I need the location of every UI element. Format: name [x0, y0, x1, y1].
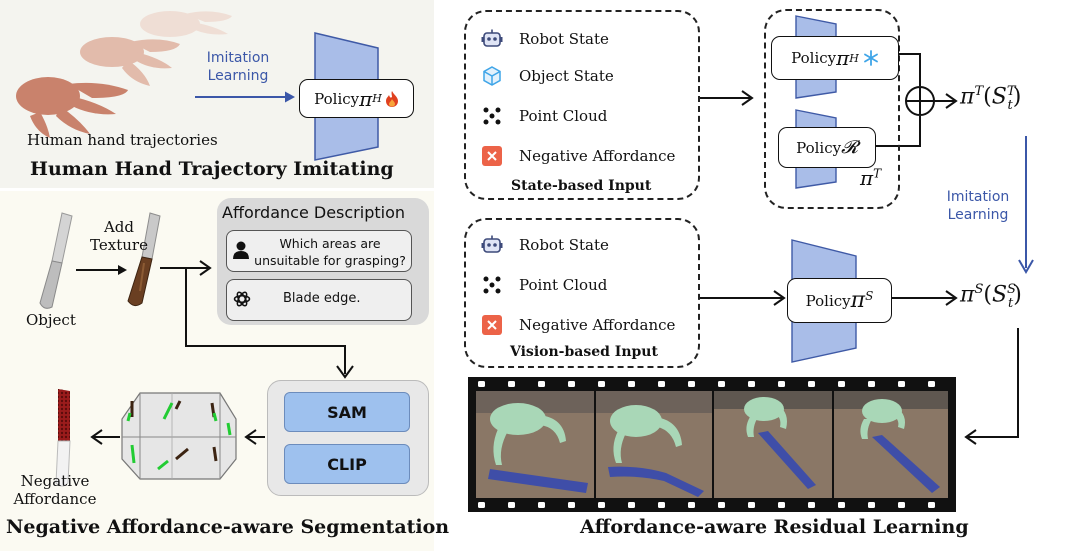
object-label: Object [26, 311, 76, 329]
sim-frame-3 [714, 391, 832, 498]
policy-residual-box: Policy 𝓡 [778, 127, 876, 168]
cross-icon [482, 145, 502, 166]
segmentation-graphics [39, 212, 354, 487]
answer-bubble: Blade edge. [226, 279, 412, 321]
distillation-label: Imitation Learning [946, 189, 1010, 223]
affordance-description-title: Affordance Description [222, 203, 406, 222]
multiview-render-image [121, 392, 237, 480]
state-item-pointcloud: Point Cloud [481, 102, 691, 129]
state-input-box [464, 10, 700, 200]
policy-human-box: Policy π H [299, 79, 414, 118]
human-section-title: Human Hand Trajectory Imitating [30, 158, 394, 180]
state-input-list: Robot State Object State Point Cloud Neg… [481, 25, 691, 169]
point-cloud-icon [483, 107, 501, 124]
film-strip-graphics [476, 381, 948, 508]
cube-icon [483, 65, 501, 86]
teacher-group-symbol: πT [860, 166, 882, 190]
policy-student-box: Policy π S [787, 278, 892, 323]
vision-item-pointcloud: Point Cloud [481, 271, 691, 298]
vision-input-list: Robot State Point Cloud Negative Afforda… [481, 231, 691, 338]
state-input-label: State-based Input [507, 178, 656, 194]
imitation-label: Imitation Learning [206, 50, 270, 84]
snowflake-icon [863, 50, 878, 66]
state-item-robot: Robot State [481, 25, 691, 52]
cross-icon [482, 314, 502, 335]
segmentation-section-title: Negative Affordance-aware Segmentation [6, 516, 450, 538]
answer-text: Blade edge. [283, 291, 361, 306]
teacher-output-label: πT(STt) [960, 84, 1022, 113]
trajectories-label: Human hand trajectories [27, 131, 218, 149]
negative-affordance-label: Negative Affordance [13, 472, 97, 508]
teacher-policy-group [764, 9, 900, 209]
sam-block: SAM [284, 392, 410, 432]
policy-human-frozen-box: Policy π H [771, 36, 899, 80]
robot-icon [481, 235, 503, 253]
add-texture-label: Add Texture [90, 218, 148, 254]
student-output-label: πS(SSt) [960, 282, 1022, 311]
simulation-film-strip [468, 377, 956, 512]
vision-input-label: Vision-based Input [506, 344, 662, 360]
vision-input-box [464, 218, 700, 368]
robot-icon [481, 29, 503, 47]
question-line-1: Which areas are [279, 236, 381, 251]
user-icon [233, 241, 249, 259]
negative-affordance-knife-image [55, 389, 71, 487]
vision-item-robot: Robot State [481, 231, 691, 258]
plain-knife-image [39, 212, 73, 309]
hand-trajectory-image [16, 11, 232, 138]
sim-frame-2 [596, 391, 712, 498]
chatgpt-icon [233, 291, 251, 307]
state-item-affordance: Negative Affordance [481, 142, 691, 169]
textured-knife-image [127, 212, 161, 307]
question-line-2: unsuitable for grasping? [254, 253, 406, 268]
question-bubble: Which areas are unsuitable for grasping? [226, 230, 412, 272]
human-imitation-graphics [16, 11, 379, 161]
point-cloud-icon [483, 276, 501, 293]
state-item-object: Object State [481, 62, 691, 89]
residual-section-title: Affordance-aware Residual Learning [580, 516, 969, 538]
vision-item-affordance: Negative Affordance [481, 311, 691, 338]
clip-block: CLIP [284, 444, 410, 484]
flame-icon [385, 90, 398, 107]
sim-frame-1 [476, 391, 594, 498]
sim-frame-4 [834, 391, 948, 498]
